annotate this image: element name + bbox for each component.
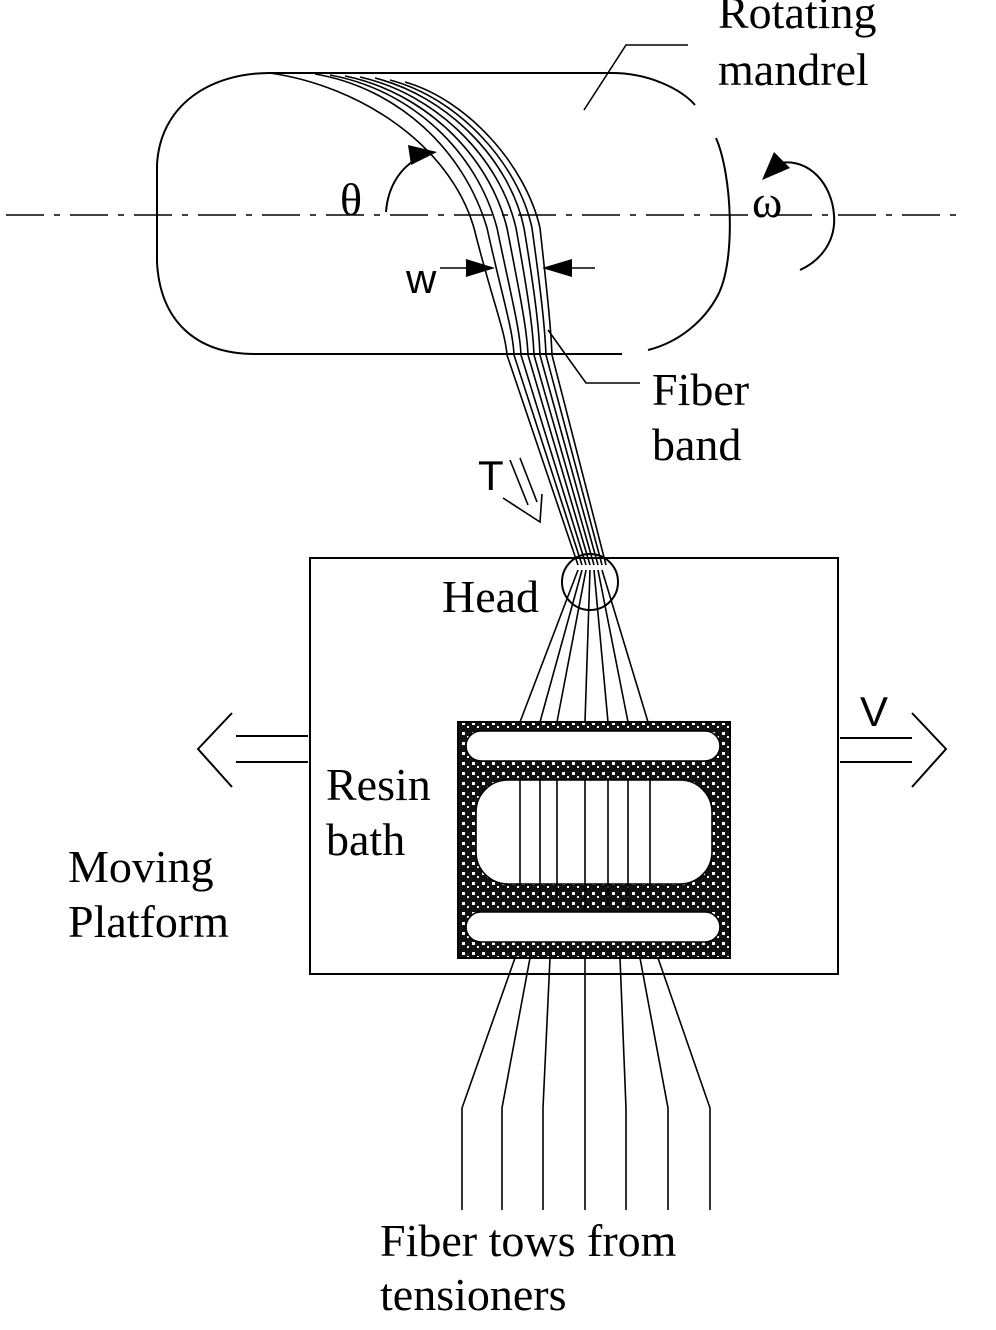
moving-platform-label-line2: Platform [68,896,229,947]
middle-roller [475,779,713,885]
theta-arrowhead [408,145,437,165]
theta-label: θ [340,174,362,225]
platform-arrow-left [196,712,308,788]
fiber-tows-label-line1: Fiber tows from [380,1215,677,1266]
head-to-bath-tows [519,569,649,723]
omega-arrowhead [762,152,790,180]
fiber-band [269,72,607,566]
omega-rotation-arc [779,161,836,271]
resin-bath [457,721,731,959]
mandrel-body [156,72,731,355]
mandrel-leader-line [583,44,688,111]
rotating-mandrel-label-line2: mandrel [718,44,869,95]
velocity-label: V [860,688,888,735]
theta-angle-arc [385,154,426,213]
width-label: w [405,255,437,302]
resin-bath-label-line2: bath [326,814,405,865]
width-arrowhead-left [466,259,495,277]
omega-label: ω [752,176,782,227]
top-roller [465,730,721,762]
tension-arrow [502,457,543,524]
fiber-band-label-line1: Fiber [652,364,749,415]
moving-platform-label-line1: Moving [68,841,214,892]
velocity-arrow-right [840,712,948,788]
head-label: Head [442,571,539,622]
fiber-tows-label-line2: tensioners [380,1269,567,1320]
rotating-mandrel-label-line1: Rotating [718,0,876,38]
width-arrowhead-right [542,259,572,277]
bath-tows [519,780,651,910]
bottom-roller [465,911,721,943]
fiber-band-label-line2: band [652,419,741,470]
fiber-band-leader-line [547,329,640,384]
resin-bath-label-line1: Resin [326,759,431,810]
head-circle [561,553,619,611]
tensioner-tows [461,957,711,1210]
tension-label: T [478,452,504,499]
